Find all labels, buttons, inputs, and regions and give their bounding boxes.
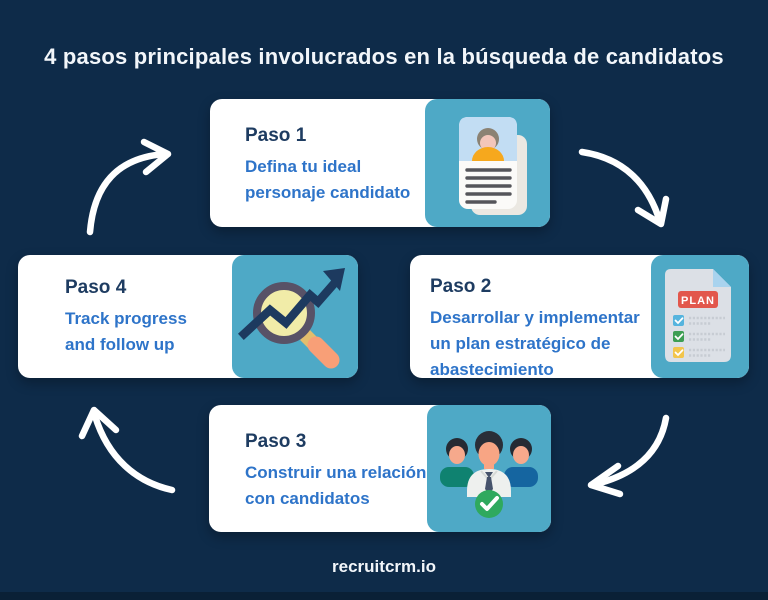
bottom-edge-strip [0, 592, 768, 600]
step-1-text: Paso 1 Defina tu ideal personaje candida… [210, 99, 425, 227]
step-1-description: Defina tu ideal personaje candidato [245, 154, 425, 206]
team-check-icon [440, 431, 538, 518]
step-4-desc-line: and follow up [65, 335, 175, 354]
step-3-icon-tile [427, 405, 551, 532]
step-4-icon-tile [232, 255, 358, 378]
step-2-label: Paso 2 [430, 276, 492, 297]
page-title: 4 pasos principales involucrados en la b… [44, 44, 724, 69]
curved-arrow-to-step2-icon [578, 148, 670, 228]
step-card-2: Paso 2 Desarrollar y implementar un plan… [410, 255, 749, 379]
step-2-icon-tile: PLAN [651, 255, 749, 378]
step-2-desc-line: abastecimiento [430, 360, 554, 379]
step-3-description: Construir una relación con candidatos [245, 460, 427, 512]
step-4-label: Paso 4 [65, 277, 127, 298]
step-card-1: Paso 1 Defina tu ideal personaje candida… [210, 99, 550, 227]
step-card-3: Paso 3 Construir una relación con candid… [209, 405, 551, 532]
resume-icon [459, 117, 527, 215]
step-3-label: Paso 3 [245, 431, 307, 452]
step-1-icon-tile [425, 99, 550, 227]
step-4-text: Paso 4 Track progress and follow up [18, 255, 232, 378]
magnifier-trend-icon [237, 268, 345, 369]
step-2-desc-line: Desarrollar y implementar [430, 308, 640, 327]
plan-badge-label: PLAN [681, 295, 715, 307]
step-card-4: Paso 4 Track progress and follow up [18, 255, 358, 378]
plan-document-icon: PLAN [665, 269, 731, 362]
step-3-text: Paso 3 Construir una relación con candid… [209, 405, 427, 532]
step-1-desc-line: Defina tu ideal [245, 157, 362, 176]
step-4-description: Track progress and follow up [65, 306, 232, 358]
step-1-desc-line: personaje candidato [245, 183, 411, 202]
brand-logo: recruitcrm.io [332, 557, 436, 576]
curved-arrow-to-step3-icon [587, 414, 670, 498]
curved-arrow-to-step1-icon [86, 138, 172, 236]
step-3-desc-line: Construir una relación [245, 463, 427, 482]
step-2-description: Desarrollar y implementar un plan estrat… [430, 305, 651, 383]
step-2-text: Paso 2 Desarrollar y implementar un plan… [410, 255, 651, 379]
step-1-label: Paso 1 [245, 125, 307, 146]
step-2-desc-line: un plan estratégico de [430, 334, 611, 353]
step-4-desc-line: Track progress [65, 309, 187, 328]
step-3-desc-line: con candidatos [245, 489, 370, 508]
curved-arrow-to-step4-icon [78, 406, 176, 494]
